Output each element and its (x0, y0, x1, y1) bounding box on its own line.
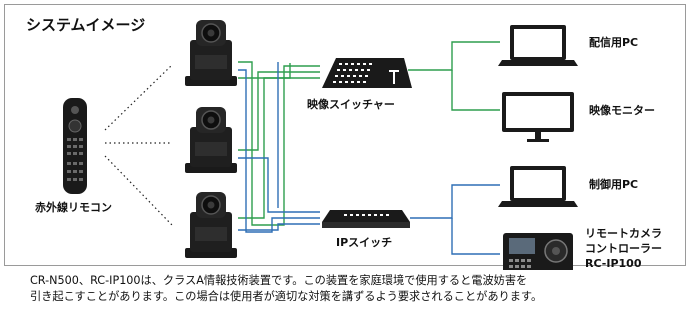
diagram-title: システムイメージ (26, 16, 145, 34)
laptop-icon-stream (498, 25, 578, 66)
switcher-label: 映像スイッチャー (307, 97, 395, 111)
remote-label: 赤外線リモコン (35, 200, 112, 214)
monitor-icon (502, 92, 574, 142)
diagram-frame (4, 4, 686, 266)
infrared-links (104, 64, 173, 226)
camera-controller-icon (503, 233, 573, 270)
ptz-camera-icon-1 (185, 20, 237, 86)
ptz-camera-icon-3 (185, 192, 237, 258)
stream-pc-label: 配信用PC (589, 35, 638, 49)
video-links (238, 41, 500, 226)
controller-label-line3: RC-IP100 (585, 257, 642, 270)
monitor-label: 映像モニター (589, 103, 655, 117)
control-pc-label: 制御用PC (589, 177, 638, 191)
ip-switch-icon (322, 210, 410, 228)
remote-control-icon (63, 98, 87, 194)
ptz-camera-icon-2 (185, 107, 237, 173)
ip-links (238, 62, 500, 255)
controller-label-line2: コントローラー (585, 242, 662, 255)
controller-label-line1: リモートカメラ (585, 227, 662, 240)
notice-line-2: 引き起こすことがあります。この場合は使用者が適切な対策を講ずるよう要求されること… (30, 290, 543, 303)
notice-line-1: CR-N500、RC-IP100は、クラスA情報技術装置です。この装置を家庭環境… (30, 274, 528, 287)
notice-text: CR-N500、RC-IP100は、クラスA情報技術装置です。この装置を家庭環境… (30, 273, 670, 305)
system-diagram: システムイメージ 赤外線リモコン (26, 16, 662, 270)
laptop-icon-control (498, 166, 578, 207)
ip-switch-label: IPスイッチ (336, 236, 392, 249)
video-switcher-icon (322, 58, 412, 88)
